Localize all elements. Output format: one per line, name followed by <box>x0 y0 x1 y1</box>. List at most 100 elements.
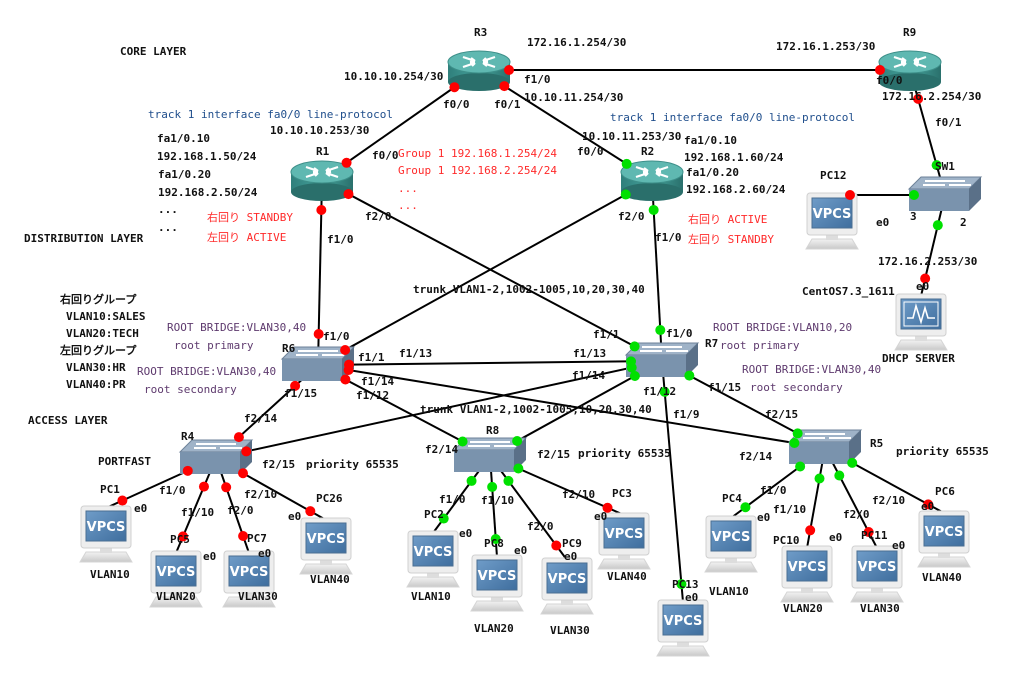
node-pc26-vpcs-icon[interactable]: VPCS <box>299 517 353 575</box>
port-status-down-indicator <box>241 446 252 457</box>
node-r9-router-icon[interactable] <box>878 50 942 91</box>
diagram-label: 192.168.1.60/24 <box>684 151 784 164</box>
diagram-label: f1/0 <box>666 327 693 340</box>
vpcs-logo-text: VPCS <box>925 525 964 540</box>
diagram-label: trunk VLAN1-2,1002-1005,10,20,30,40 <box>413 283 645 296</box>
port-status-up-indicator <box>847 457 858 468</box>
link-r2-r6[interactable] <box>317 179 653 366</box>
vpcs-logo-text: VPCS <box>788 560 827 575</box>
port-status-up-indicator <box>512 436 523 447</box>
port-status-up-indicator <box>932 220 943 231</box>
diagram-label: ROOT BRIDGE:VLAN30,40 <box>167 321 306 334</box>
port-status-up-indicator <box>648 204 659 215</box>
diagram-label: ... <box>398 182 418 195</box>
node-r4-switch-icon[interactable] <box>178 439 254 474</box>
node-pc2-vpcs-icon[interactable]: VPCS <box>406 530 460 588</box>
node-pc13-vpcs-icon[interactable]: VPCS <box>656 599 710 657</box>
diagram-label: 左回りグループ <box>59 343 137 357</box>
node-name-r8: R8 <box>486 424 499 437</box>
diagram-label: f1/0 <box>524 73 551 86</box>
node-pc4-vpcs-icon[interactable]: VPCS <box>704 515 758 573</box>
diagram-label: f1/10 <box>773 503 806 516</box>
diagram-label: f0/1 <box>935 116 962 129</box>
node-name-r3: R3 <box>474 26 487 39</box>
diagram-label: 192.168.2.60/24 <box>686 183 786 196</box>
vpcs-logo-text: VPCS <box>548 572 587 587</box>
diagram-label: priority 65535 <box>306 458 399 471</box>
port-status-up-indicator <box>438 513 449 524</box>
node-pc6-vpcs-icon[interactable]: VPCS <box>917 510 971 568</box>
link-r6-r7[interactable] <box>317 360 663 366</box>
port-status-up-indicator <box>629 341 640 352</box>
diagram-label: 左回り STANDBY <box>688 233 774 246</box>
node-pc8-vpcs-icon[interactable]: VPCS <box>470 554 524 612</box>
diagram-label: f1/0 <box>655 231 682 244</box>
node-name-pc13: PC13 <box>672 578 699 591</box>
node-name-pc2: PC2 <box>424 508 444 521</box>
diagram-label: fa1/0.10 <box>157 132 210 145</box>
vpcs-logo-text: VPCS <box>712 530 751 545</box>
node-sw1-switch-icon[interactable] <box>907 176 983 211</box>
port-status-down-indicator <box>340 374 351 385</box>
node-pc5-vpcs-icon[interactable]: VPCS <box>149 550 203 608</box>
node-name-r5: R5 <box>870 437 883 450</box>
port-status-down-indicator <box>117 495 128 506</box>
port-status-up-indicator <box>620 189 631 200</box>
port-status-down-indicator <box>551 540 562 551</box>
diagram-label: DISTRIBUTION LAYER <box>24 232 144 245</box>
node-centos-server-icon[interactable] <box>894 293 948 351</box>
port-status-down-indicator <box>343 189 354 200</box>
diagram-label: f1/15 <box>284 387 317 400</box>
node-r8-switch-icon[interactable] <box>452 437 528 472</box>
port-status-up-indicator <box>513 463 524 474</box>
diagram-label: priority 65535 <box>578 447 671 460</box>
port-status-down-indicator <box>316 204 327 215</box>
node-name-pc11: PC11 <box>861 529 888 542</box>
diagram-label: fa1/0.20 <box>158 168 211 181</box>
port-status-down-indicator <box>863 527 874 538</box>
diagram-label: VLAN10 <box>411 590 451 603</box>
diagram-label: VLAN30 <box>860 602 900 615</box>
link-r1-r7[interactable] <box>321 179 663 362</box>
node-name-r6: R6 <box>282 342 296 355</box>
diagram-label: f2/14 <box>244 412 277 425</box>
diagram-label: e0 <box>134 502 147 515</box>
node-r2-router-icon[interactable] <box>620 160 684 201</box>
port-status-up-indicator <box>931 160 942 171</box>
link-r6-r5[interactable] <box>317 364 826 449</box>
link-r7-r4[interactable] <box>215 360 663 459</box>
node-r1-router-icon[interactable] <box>290 160 354 201</box>
node-r5-switch-icon[interactable] <box>787 429 863 464</box>
node-name-pc3: PC3 <box>612 487 632 500</box>
diagram-label: 10.10.11.253/30 <box>582 130 681 143</box>
port-status-down-indicator <box>920 273 931 284</box>
vpcs-logo-text: VPCS <box>605 527 644 542</box>
node-r3-router-icon[interactable] <box>447 50 511 91</box>
node-name-pc8: PC8 <box>484 537 504 550</box>
diagram-label: VLAN10 <box>90 568 130 581</box>
diagram-label: VLAN30 <box>550 624 590 637</box>
diagram-label: 右回り STANDBY <box>207 210 293 224</box>
diagram-label: f1/15 <box>708 381 741 394</box>
node-pc1-vpcs-icon[interactable]: VPCS <box>79 505 133 563</box>
diagram-label: root primary <box>720 339 800 352</box>
node-name-pc5: PC5 <box>170 533 190 546</box>
vpcs-logo-text: VPCS <box>87 520 126 535</box>
diagram-label: VLAN40 <box>310 573 350 586</box>
node-pc11-vpcs-icon[interactable]: VPCS <box>850 545 904 603</box>
diagram-label: e0 <box>594 510 607 523</box>
diagram-label: track 1 interface fa0/0 line-protocol <box>148 108 393 121</box>
node-pc12-vpcs-icon[interactable]: VPCS <box>805 192 859 250</box>
node-pc9-vpcs-icon[interactable]: VPCS <box>540 557 594 615</box>
port-status-down-indicator <box>233 432 244 443</box>
diagram-label: ACCESS LAYER <box>28 414 108 427</box>
node-pc3-vpcs-icon[interactable]: VPCS <box>597 512 651 570</box>
node-r7-switch-icon[interactable] <box>624 342 700 377</box>
vpcs-logo-text: VPCS <box>478 569 517 584</box>
node-pc7-vpcs-icon[interactable]: VPCS <box>222 550 276 608</box>
port-status-down-indicator <box>499 81 510 92</box>
node-pc10-vpcs-icon[interactable]: VPCS <box>780 545 834 603</box>
link-r7-pc13[interactable] <box>661 360 684 603</box>
diagram-label: VLAN40 <box>922 571 962 584</box>
